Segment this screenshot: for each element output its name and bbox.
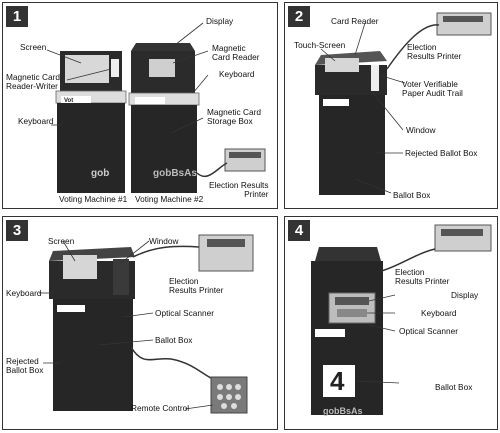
label-optical-scanner: Optical Scanner — [155, 308, 215, 318]
label-election-results-printer: Election Results Printer — [169, 276, 224, 295]
label-touch-screen: Touch-Screen — [294, 40, 346, 50]
panel-3-number: 3 — [6, 220, 28, 241]
panel-2-number: 2 — [288, 6, 310, 27]
voting-machine-panel-3 — [49, 247, 135, 411]
label-display: Display — [206, 16, 234, 26]
voting-machine-2 — [128, 43, 200, 193]
label-ballot-box: Ballot Box — [393, 190, 431, 200]
label-screen: Screen — [20, 42, 47, 52]
label-vvpat: Voter Verifiable Paper Audit Trail — [402, 79, 463, 98]
voting-machine-panel-4 — [311, 247, 383, 415]
printer-2 — [386, 12, 492, 70]
label-keyboard: Keyboard — [6, 288, 42, 298]
panel-1-drawing — [46, 22, 266, 193]
magnetic-card-reader-2 — [149, 59, 175, 77]
label-magnetic-card-reader: Magnetic Card Reader — [212, 43, 260, 62]
gob-logo-4: gobBsAs — [323, 406, 363, 416]
gob-logo-2: gobBsAs — [153, 168, 197, 179]
label-card-reader: Card Reader — [331, 16, 379, 26]
panel-1-number: 1 — [6, 6, 28, 27]
panel-2-drawing — [315, 12, 492, 195]
card-reader-writer-1 — [111, 59, 119, 77]
label-election-results-printer: Election Results Printer — [407, 42, 462, 61]
panel-3-drawing — [39, 234, 254, 414]
window-3 — [113, 259, 129, 295]
screen-3 — [63, 255, 97, 279]
label-keyboard-left: Keyboard — [18, 116, 54, 126]
ballot-box-number: 4 — [330, 366, 345, 396]
label-optical-scanner: Optical Scanner — [399, 326, 459, 336]
printer-1 — [196, 148, 266, 178]
label-keyboard: Keyboard — [421, 308, 457, 318]
leader-lines-4 — [356, 294, 400, 384]
label-voting-machine-2: Voting Machine #2 — [135, 194, 204, 204]
touch-screen — [325, 58, 359, 72]
voting-machine-panel-2 — [315, 51, 387, 195]
label-election-results-printer: Election Results Printer — [395, 267, 450, 286]
brand-logo-1: Vot — [64, 98, 74, 104]
leader-lines-3 — [39, 240, 214, 410]
leader-lines-2 — [320, 22, 406, 194]
printer-4 — [380, 224, 492, 272]
vvpat-window — [371, 65, 379, 91]
display-4 — [335, 297, 369, 305]
panel-4-drawing — [311, 224, 492, 415]
label-screen: Screen — [48, 236, 75, 246]
keyboard-4 — [337, 309, 367, 317]
panel-4: 4 Election Results Printer Display Keybo… — [284, 216, 498, 430]
label-ballot-box: Ballot Box — [435, 382, 473, 392]
label-keyboard-right: Keyboard — [219, 69, 255, 79]
label-rejected-ballot-box: Rejected Ballot Box — [6, 356, 44, 375]
panel-4-number: 4 — [288, 220, 310, 241]
label-voting-machine-1: Voting Machine #1 — [59, 194, 128, 204]
label-magnetic-card-storage-box: Magnetic Card Storage Box — [207, 107, 261, 126]
label-rejected-ballot-box: Rejected Ballot Box — [405, 148, 478, 158]
remote-control — [130, 346, 248, 414]
label-election-results-printer: Election Results Printer — [209, 180, 269, 199]
label-ballot-box: Ballot Box — [155, 335, 193, 345]
leader-lines-1 — [46, 22, 209, 134]
panel-1: 1 Screen Magnetic Card Reader-Writer Key… — [2, 2, 278, 209]
voting-machine-1 — [55, 51, 127, 193]
brand-plate-1 — [61, 96, 91, 103]
panel-3: 3 Screen Window Keyboard Election Result… — [2, 216, 278, 430]
label-window: Window — [406, 125, 436, 135]
gob-logo-1: gob — [91, 168, 110, 179]
label-window: Window — [149, 236, 179, 246]
label-remote-control: Remote Control — [131, 403, 190, 413]
label-display: Display — [451, 290, 479, 300]
label-magnetic-card-reader-writer: Magnetic Card Reader-Writer — [6, 72, 60, 91]
printer-3 — [132, 234, 254, 272]
panel-2: 2 Card Reader Touch-Screen Election Resu… — [284, 2, 498, 209]
